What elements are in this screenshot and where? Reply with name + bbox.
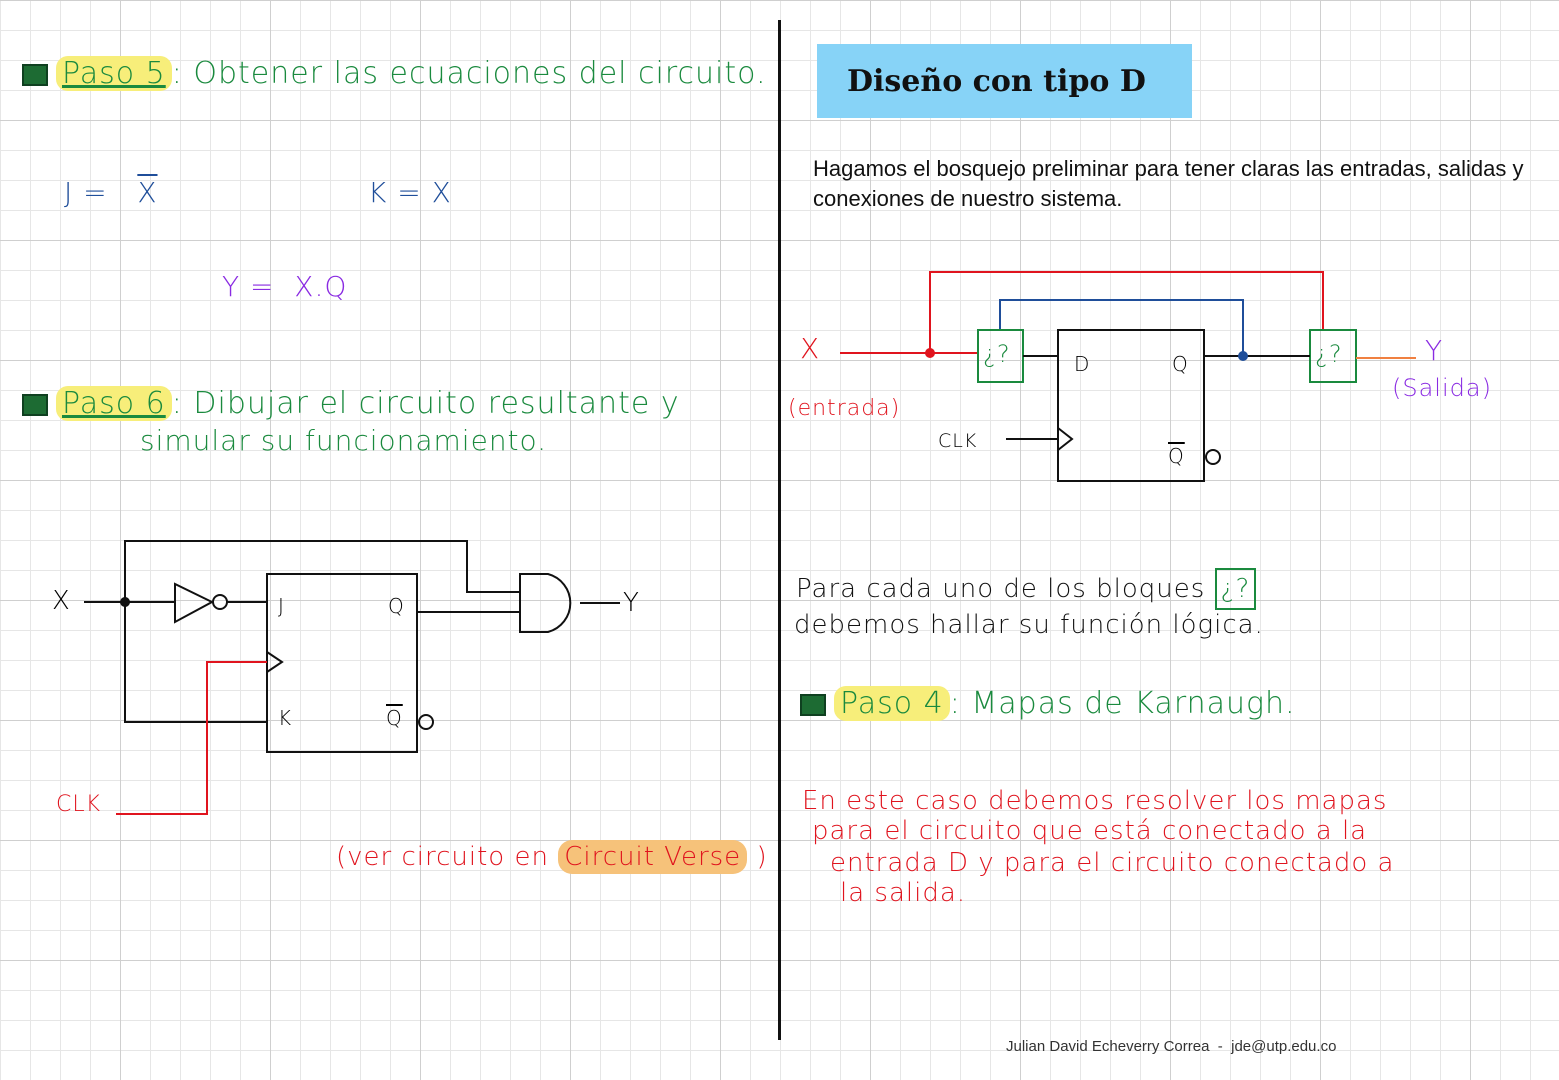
colon: : <box>171 56 183 91</box>
circuit-input-x: X <box>52 586 71 616</box>
page-divider <box>778 20 781 1040</box>
j-label: J = <box>64 176 108 209</box>
red-note-line4: la salida. <box>840 878 967 908</box>
circuitverse-link[interactable]: Circuit Verse <box>558 840 748 874</box>
step6-heading: Paso 6: Dibujar el circuito resultante y <box>22 386 680 421</box>
marker-icon <box>22 63 48 86</box>
diagram-output-y: Y <box>1425 334 1444 367</box>
footer-author: Julian David Echeverry Correa <box>1006 1038 1210 1055</box>
jk-clk-label: CLK <box>56 792 102 817</box>
footer: Julian David Echeverry Correa - jde@utp.… <box>1006 1038 1336 1055</box>
ff-qbar-label: Q <box>1168 444 1185 468</box>
diagram-input-note: (entrada) <box>788 396 901 421</box>
circuit-output-y: Y <box>623 588 640 618</box>
circuitverse-note: (ver circuito en Circuit Verse ) <box>336 840 768 874</box>
equation-y: Y = X.Q <box>222 270 347 303</box>
step5-heading: Paso 5: Obtener las ecuaciones del circu… <box>22 56 767 91</box>
page-title: Diseño con tipo D <box>817 44 1192 118</box>
red-note-line2: para el circuito que está conectado a la <box>812 816 1368 846</box>
diagram-clk-label: CLK <box>938 430 978 452</box>
colon: : <box>171 386 183 421</box>
k-value: X <box>431 176 452 209</box>
j-value: X <box>137 176 158 209</box>
red-note-line3: entrada D y para el circuito conectado a <box>830 848 1395 878</box>
step5-text: Obtener las ecuaciones del circuito. <box>193 56 767 91</box>
note-suffix: ) <box>756 842 768 872</box>
marker-icon <box>22 393 48 416</box>
diagram-input-x: X <box>800 332 821 365</box>
step6-text-line2: simular su funcionamiento. <box>140 424 548 457</box>
k-label: K = <box>368 176 422 209</box>
jk-j-label: J <box>278 594 285 618</box>
intro-text: Hagamos el bosquejo preliminar para tene… <box>813 156 1524 211</box>
jk-qbar-label: Q <box>386 706 403 730</box>
diagram-output-note: (Salida) <box>1392 374 1492 402</box>
footer-email: jde@utp.edu.co <box>1231 1038 1337 1055</box>
step4-text: Mapas de Karnaugh. <box>971 686 1296 721</box>
unknown-block-input: ¿? <box>983 340 1011 368</box>
ff-d-label: D <box>1074 352 1091 376</box>
equation-j: J = X <box>64 176 158 209</box>
jk-q-label: Q <box>388 594 405 618</box>
step4-label: Paso 4 <box>834 686 950 721</box>
jk-k-label: K <box>278 706 293 730</box>
unknown-block-output: ¿? <box>1315 340 1343 368</box>
unknown-block-example: ¿? <box>1214 568 1257 610</box>
red-note-line1: En este caso debemos resolver los mapas <box>802 786 1388 816</box>
step6-label: Paso 6 <box>56 386 172 421</box>
y-label: Y = <box>222 270 275 303</box>
step6-text: Dibujar el circuito resultante y <box>193 386 680 421</box>
blocks-note-line2: debemos hallar su función lógica. <box>794 610 1264 640</box>
blocks-note-line1: Para cada uno de los bloques ¿? <box>796 568 1257 610</box>
step4-heading: Paso 4: Mapas de Karnaugh. <box>800 686 1296 721</box>
footer-separator: - <box>1217 1038 1223 1055</box>
note-prefix: (ver circuito en <box>336 842 549 872</box>
y-value: X.Q <box>294 270 348 303</box>
equation-k: K = X <box>368 176 452 209</box>
marker-icon <box>800 693 826 716</box>
ff-q-label: Q <box>1172 352 1189 376</box>
step5-label: Paso 5 <box>56 56 172 91</box>
colon: : <box>949 686 961 721</box>
blocks-note-text: Para cada uno de los bloques <box>796 574 1206 604</box>
